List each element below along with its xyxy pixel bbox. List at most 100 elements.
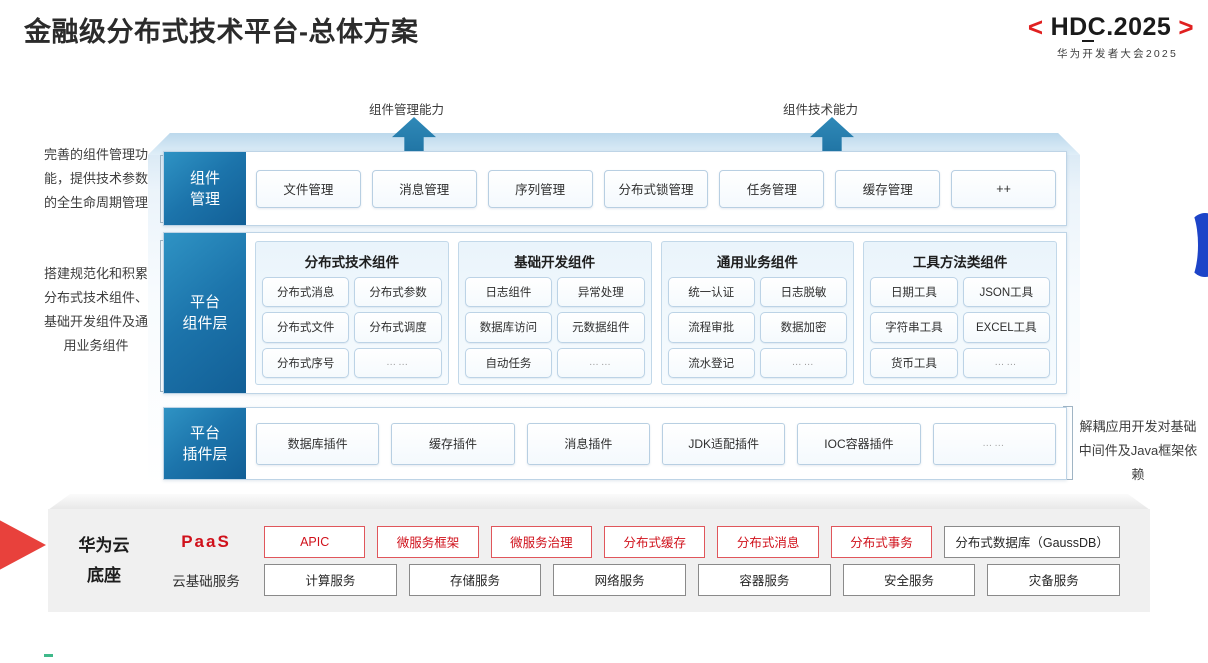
chip-item[interactable]: 消息管理 — [371, 169, 477, 208]
red-wedge-decoration — [0, 500, 46, 590]
layer-platform-plugin: 平台 插件层 数据库插件 缓存插件 消息插件 JDK适配插件 IOC容器插件 …… — [163, 407, 1067, 480]
chip-item[interactable]: 缓存管理 — [835, 169, 941, 208]
note-right: 解耦应用开发对基础中间件及Java框架依赖 — [1078, 419, 1198, 482]
layer-label-platform-plugin: 平台 插件层 — [164, 408, 246, 479]
component-cell[interactable]: 异常处理 — [557, 277, 645, 308]
component-group-title: 基础开发组件 — [514, 255, 596, 270]
page-title: 金融级分布式技术平台-总体方案 — [24, 17, 419, 47]
component-group-title: 工具方法类组件 — [912, 255, 1008, 270]
basic-service-item[interactable]: 安全服务 — [842, 563, 976, 596]
plugin-item[interactable]: JDK适配插件 — [661, 422, 786, 465]
foundation-title: 华为云 底座 — [48, 531, 160, 591]
component-cell-more[interactable]: …… — [354, 347, 442, 378]
chip-item[interactable]: 任务管理 — [719, 169, 825, 208]
paas-item[interactable]: 分布式消息 — [717, 525, 819, 558]
logo-bracket-left-icon: < — [1027, 12, 1044, 42]
component-cell[interactable]: 流程审批 — [667, 312, 755, 343]
logo-subtitle: 华为开发者大会2025 — [1056, 48, 1178, 60]
component-cell[interactable]: 分布式参数 — [354, 277, 442, 308]
component-cell-more[interactable]: …… — [557, 347, 645, 378]
component-cell[interactable]: 流水登记 — [667, 347, 755, 378]
component-group-title: 通用业务组件 — [716, 255, 798, 270]
plugin-item[interactable]: IOC容器插件 — [797, 422, 921, 465]
paas-item-database[interactable]: 分布式数据库（GaussDB） — [944, 525, 1121, 558]
basic-service-item[interactable]: 计算服务 — [264, 563, 397, 596]
component-cell[interactable]: 数据库访问 — [464, 312, 553, 343]
blue-lens-mask — [1176, 205, 1198, 285]
component-cell[interactable]: 字符串工具 — [870, 312, 958, 343]
component-cell[interactable]: 货币工具 — [870, 347, 958, 378]
component-group-title: 分布式技术组件 — [304, 255, 400, 270]
layer-body-platform-plugin: 数据库插件 缓存插件 消息插件 JDK适配插件 IOC容器插件 …… — [246, 408, 1066, 479]
layer-label-line-1: 平台 — [189, 294, 220, 311]
plugin-item[interactable]: 数据库插件 — [256, 422, 380, 465]
layer-component-management: 组件 管理 文件管理 消息管理 序列管理 分布式锁管理 任务管理 缓存管理 ++ — [163, 151, 1067, 226]
paas-item[interactable]: 分布式事务 — [830, 525, 933, 558]
component-group: 分布式技术组件 分布式消息 分布式参数 分布式文件 分布式调度 分布式序号 …… — [255, 241, 449, 385]
component-cell-more[interactable]: …… — [759, 347, 848, 378]
component-group: 工具方法类组件 日期工具 JSON工具 字符串工具 EXCEL工具 货币工具 …… — [863, 241, 1057, 385]
basic-service-item[interactable]: 容器服务 — [698, 563, 831, 596]
foundation-title-line-1: 华为云 — [78, 535, 130, 555]
component-cell[interactable]: 日志组件 — [464, 277, 553, 308]
component-cell[interactable]: 统一认证 — [667, 277, 755, 308]
plugin-item-more[interactable]: …… — [932, 422, 1056, 465]
plugin-item[interactable]: 缓存插件 — [391, 422, 515, 465]
logo-bracket-right-icon: > — [1178, 12, 1194, 42]
paas-item[interactable]: 分布式缓存 — [604, 525, 706, 558]
component-cell[interactable]: JSON工具 — [962, 277, 1050, 308]
paas-item[interactable]: 微服务治理 — [490, 525, 593, 558]
diagram-backdrop-top-bevel — [148, 133, 1080, 155]
hdc-logo: < HDC.2025 > 华为开发者大会2025 — [874, 14, 1194, 61]
layer-label-line-2: 插件层 — [182, 445, 228, 463]
logo-text: HDC.2025 — [1050, 12, 1172, 42]
chip-item[interactable]: 序列管理 — [487, 169, 593, 208]
paas-item[interactable]: 微服务框架 — [377, 525, 479, 558]
component-cell[interactable]: 分布式序号 — [262, 347, 350, 378]
green-tick-mark — [44, 654, 53, 657]
component-group-grid: 统一认证 日志脱敏 流程审批 数据加密 流水登记 …… — [667, 277, 848, 378]
layer-body-platform-component: 分布式技术组件 分布式消息 分布式参数 分布式文件 分布式调度 分布式序号 ……… — [246, 233, 1066, 393]
component-cell[interactable]: 数据加密 — [759, 312, 848, 343]
component-cell[interactable]: 分布式文件 — [262, 312, 350, 343]
arrow-label-component-management: 组件管理能力 — [369, 103, 445, 117]
component-cell[interactable]: 分布式消息 — [262, 277, 350, 308]
chip-item-more[interactable]: ++ — [951, 169, 1057, 208]
foundation-title-line-2: 底座 — [87, 565, 121, 585]
basic-service-item[interactable]: 存储服务 — [408, 563, 542, 596]
chip-item[interactable]: 分布式锁管理 — [603, 169, 709, 208]
chip-item[interactable]: 文件管理 — [256, 169, 361, 208]
layer-body-component-management: 文件管理 消息管理 序列管理 分布式锁管理 任务管理 缓存管理 ++ — [246, 152, 1066, 225]
component-cell[interactable]: 日期工具 — [870, 277, 958, 308]
component-group: 基础开发组件 日志组件 异常处理 数据库访问 元数据组件 自动任务 …… — [457, 241, 652, 385]
component-cell[interactable]: 自动任务 — [464, 347, 553, 378]
foundation-row-paas: PaaS APIC 微服务框架 微服务治理 分布式缓存 分布式消息 分布式事务 … — [160, 525, 1121, 558]
foundation-slab: 华为云 底座 PaaS APIC 微服务框架 微服务治理 分布式缓存 分布式消息… — [48, 509, 1150, 612]
foundation-row-basic: 云基础服务 计算服务 存储服务 网络服务 容器服务 安全服务 灾备服务 — [160, 563, 1121, 596]
note-left-top: 完善的组件管理功能，提供技术参数的全生命周期管理 — [43, 147, 148, 210]
layer-label-line-2: 组件层 — [182, 315, 228, 332]
layer-label-platform-component: 平台 组件层 — [164, 233, 246, 393]
basic-service-item[interactable]: 灾备服务 — [987, 563, 1121, 596]
component-cell[interactable]: 分布式调度 — [354, 312, 442, 343]
note-left-bottom: 搭建规范化和积累分布式技术组件、基础开发组件及通用业务组件 — [43, 266, 148, 353]
layer-platform-component: 平台 组件层 分布式技术组件 分布式消息 分布式参数 分布式文件 分布式调度 分… — [163, 232, 1067, 394]
layer-label-line-1: 平台 — [189, 424, 220, 442]
layer-label-component-management: 组件 管理 — [164, 152, 246, 225]
component-group-grid: 日期工具 JSON工具 字符串工具 EXCEL工具 货币工具 …… — [870, 277, 1050, 378]
component-cell[interactable]: EXCEL工具 — [962, 312, 1050, 343]
paas-item[interactable]: APIC — [264, 525, 366, 558]
component-cell[interactable]: 元数据组件 — [557, 312, 645, 343]
component-cell-more[interactable]: …… — [962, 347, 1050, 378]
basic-service-label: 云基础服务 — [172, 573, 240, 589]
component-cell[interactable]: 日志脱敏 — [759, 277, 848, 308]
paas-label: PaaS — [181, 531, 231, 551]
arrow-label-component-technology: 组件技术能力 — [783, 103, 859, 117]
component-group: 通用业务组件 统一认证 日志脱敏 流程审批 数据加密 流水登记 …… — [660, 241, 855, 385]
basic-service-item[interactable]: 网络服务 — [553, 563, 687, 596]
layer-label-line-1: 组件 — [189, 169, 220, 187]
component-group-grid: 日志组件 异常处理 数据库访问 元数据组件 自动任务 …… — [464, 277, 645, 378]
plugin-item[interactable]: 消息插件 — [526, 422, 650, 465]
foundation-rows: PaaS APIC 微服务框架 微服务治理 分布式缓存 分布式消息 分布式事务 … — [160, 525, 1150, 596]
